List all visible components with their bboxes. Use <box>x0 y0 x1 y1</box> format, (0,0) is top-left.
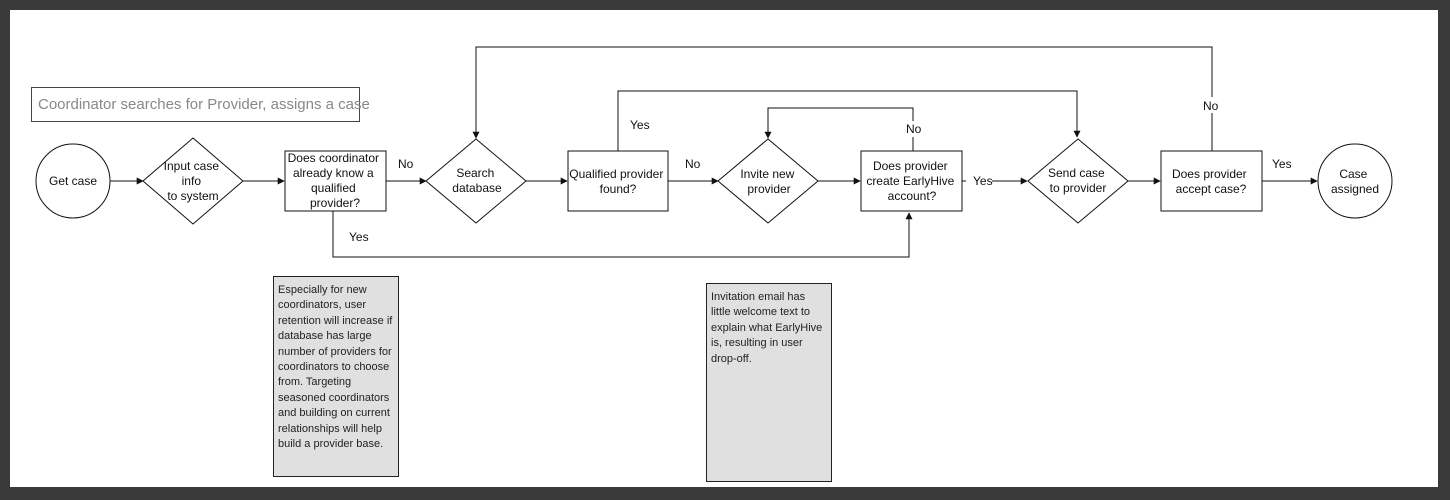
label-get-case: Get case <box>49 174 97 188</box>
edge-label-qualified-yes: Yes <box>630 118 650 132</box>
edge-label-qualified-no: No <box>685 157 701 171</box>
label-invite-provider: Invite new provider <box>740 167 797 196</box>
node-send-case-decision <box>1027 138 1129 224</box>
edge-qualified-to-send-yes <box>617 90 1081 151</box>
node-already-know-box <box>284 150 387 212</box>
label-already-know: Does coordinator already know a qualifie… <box>288 151 383 210</box>
node-invite-provider-decision <box>717 138 819 224</box>
label-input-case: Input case info to system <box>164 159 223 203</box>
diagram-canvas: Coordinator searches for Provider, assig… <box>10 10 1438 487</box>
node-qualified-found-box <box>567 150 669 212</box>
node-get-case <box>35 143 111 219</box>
edge-label-accept-no: No <box>1203 99 1219 113</box>
node-case-assigned <box>1317 143 1393 219</box>
node-search-database-decision <box>425 138 527 224</box>
label-send-case: Send case to provider <box>1048 166 1108 195</box>
edge-already-to-create-yes <box>332 211 913 258</box>
diagram-title: Coordinator searches for Provider, assig… <box>31 87 370 122</box>
node-create-account-box <box>860 150 963 212</box>
edge-label-already-yes: Yes <box>349 230 369 244</box>
edge-label-create-yes: Yes <box>973 174 993 188</box>
label-create-account: Does provider create EarlyHive account? <box>866 159 957 203</box>
flowchart: Get case Input case info to system Does … <box>35 46 1393 258</box>
edge-label-create-no: No <box>906 122 922 136</box>
node-input-case-decision <box>142 137 244 225</box>
label-search-database: Search database <box>452 166 502 195</box>
edge-accept-to-search-no <box>472 46 1213 151</box>
label-qualified-found: Qualified provider found? <box>569 167 666 196</box>
edge-label-already-no: No <box>398 157 414 171</box>
edge-create-to-invite-no <box>764 107 914 151</box>
note-provider-base: Especially for new coordinators, user re… <box>273 276 399 477</box>
label-case-assigned: Case assigned <box>1331 167 1379 196</box>
label-accept-case: Does provider accept case? <box>1172 167 1250 196</box>
node-accept-case-box <box>1160 150 1263 212</box>
note-invitation-email: Invitation email has little welcome text… <box>706 283 832 482</box>
edge-label-accept-yes: Yes <box>1272 157 1292 171</box>
